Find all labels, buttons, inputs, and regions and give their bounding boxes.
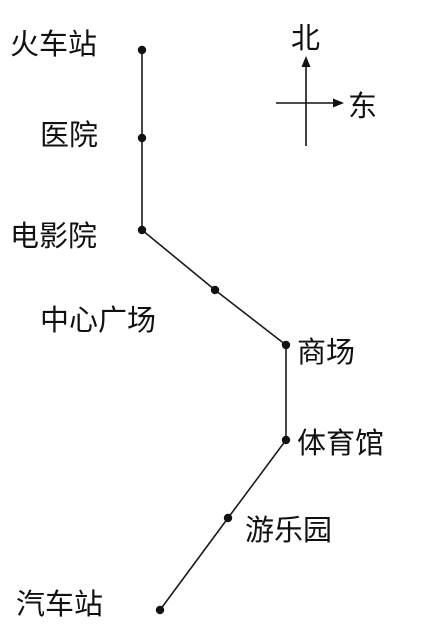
route-line	[141, 50, 287, 611]
compass-north-label: 北	[291, 21, 320, 55]
compass: 北 东	[276, 21, 377, 146]
stop-dot-train-station	[137, 45, 147, 55]
stop-label-mall: 商场	[297, 335, 355, 369]
stop-label-train-station: 火车站	[10, 27, 97, 61]
stop-dot-amusement-park	[223, 513, 233, 523]
stop-label-stadium: 体育馆	[297, 426, 384, 460]
stop-label-amusement-park: 游乐园	[245, 513, 332, 547]
stop-label-hospital: 医院	[40, 118, 98, 152]
stop-label-bus-station: 汽车站	[16, 587, 103, 621]
stop-dot-cinema	[137, 225, 147, 235]
stop-label-central-square: 中心广场	[40, 303, 156, 337]
stop-dot-bus-station	[155, 605, 165, 615]
stop-dot-stadium	[281, 435, 291, 445]
stop-dot-central-square	[210, 285, 220, 295]
compass-east-label: 东	[348, 89, 377, 123]
stop-dot-mall	[281, 340, 291, 350]
compass-east-arrowhead-icon	[333, 98, 344, 108]
compass-north-arrowhead-icon	[301, 56, 311, 67]
stop-label-cinema: 电影院	[10, 219, 97, 253]
stop-dot-hospital	[137, 133, 147, 143]
